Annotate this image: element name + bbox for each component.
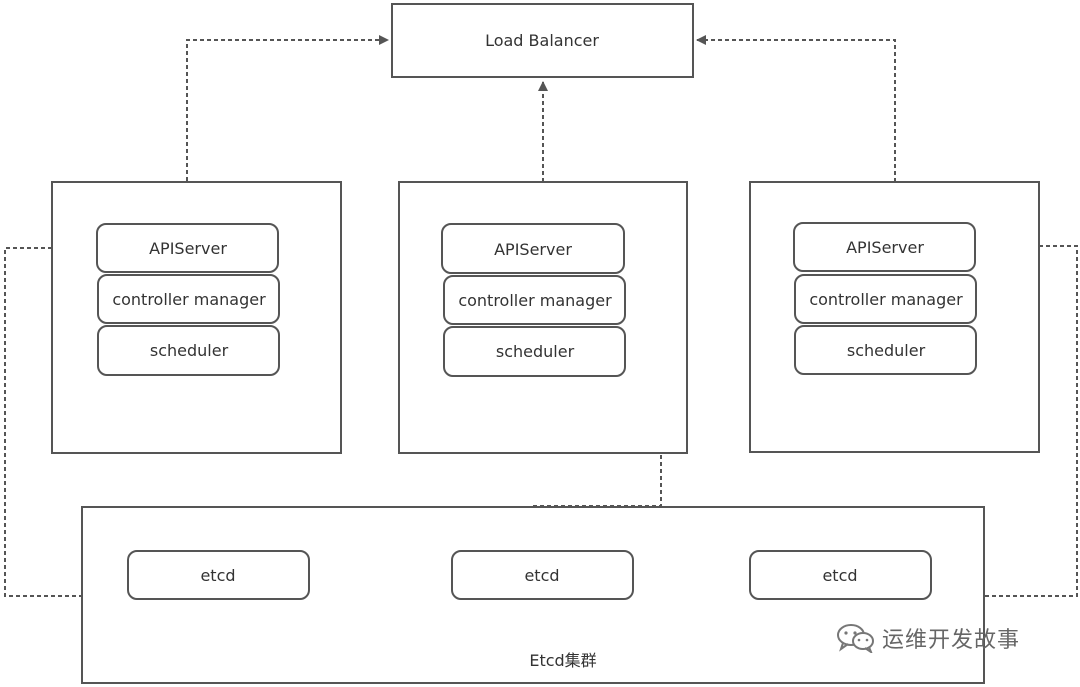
etcd-cluster: etcd etcd etcd Etcd集群 [81, 506, 985, 684]
scheduler-box: scheduler [97, 325, 280, 376]
etcd-member-1: etcd [127, 550, 310, 600]
apiserver-label: APIServer [149, 239, 227, 258]
apiserver-box: APIServer [441, 223, 625, 274]
load-balancer: Load Balancer [391, 3, 694, 78]
controller-manager-box: controller manager [443, 275, 626, 325]
scheduler-label: scheduler [847, 341, 926, 360]
scheduler-label: scheduler [150, 341, 229, 360]
apiserver-box: APIServer [96, 223, 279, 273]
controller-manager-label: controller manager [809, 290, 963, 309]
wechat-icon [837, 624, 874, 653]
scheduler-box: scheduler [794, 325, 977, 375]
etcd-member-3: etcd [749, 550, 932, 600]
connector-master3-to-load-balancer [696, 35, 896, 182]
etcd-cluster-label: Etcd集群 [529, 651, 596, 670]
controller-manager-box: controller manager [97, 274, 280, 324]
connector-etcd-to-apiserver-1 [4, 243, 93, 597]
load-balancer-label: Load Balancer [485, 31, 599, 50]
scheduler-box: scheduler [443, 326, 626, 377]
apiserver-box: APIServer [793, 222, 976, 272]
scheduler-label: scheduler [496, 342, 575, 361]
apiserver-label: APIServer [846, 238, 924, 257]
watermark: 运维开发故事 [836, 622, 1020, 654]
controller-manager-label: controller manager [112, 290, 266, 309]
connector-master1-to-load-balancer [186, 35, 389, 223]
watermark-text: 运维开发故事 [882, 628, 1021, 653]
master-node-3: APIServer controller manager scheduler [749, 181, 1040, 453]
etcd-label: etcd [200, 566, 235, 585]
controller-manager-box: controller manager [794, 274, 977, 324]
etcd-label: etcd [822, 566, 857, 585]
etcd-label: etcd [524, 566, 559, 585]
controller-manager-label: controller manager [458, 291, 612, 310]
etcd-member-2: etcd [451, 550, 634, 600]
master-node-1: APIServer controller manager scheduler [51, 181, 342, 454]
apiserver-label: APIServer [494, 240, 572, 259]
master-node-2: APIServer controller manager scheduler [398, 181, 688, 454]
